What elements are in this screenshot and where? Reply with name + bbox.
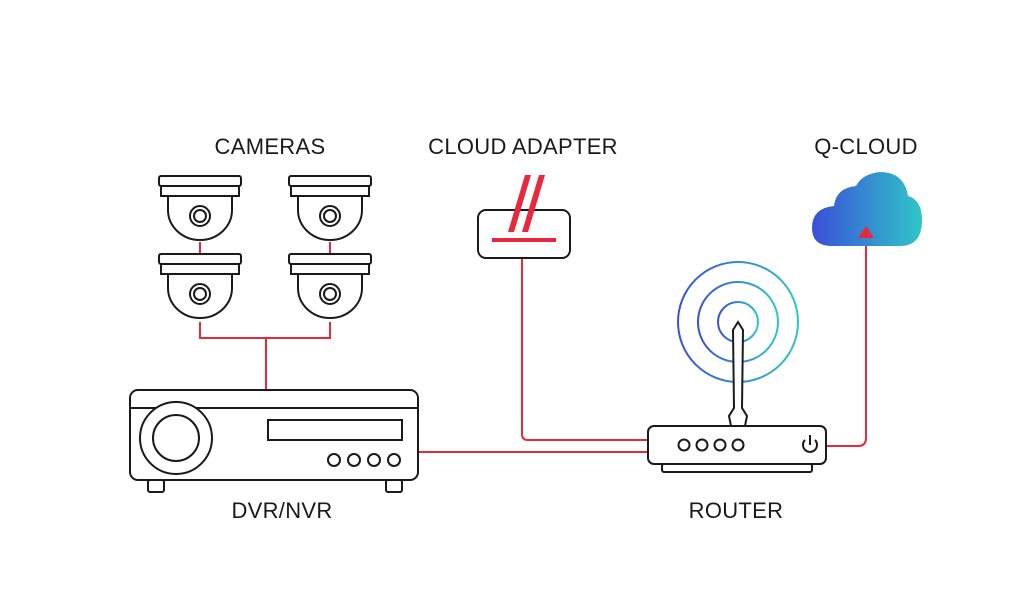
cloud-adapter-label: CLOUD ADAPTER: [428, 134, 618, 159]
dome-camera-icon: [288, 175, 372, 241]
wifi-router-icon: [647, 261, 827, 473]
dome-camera-icon: [158, 253, 242, 319]
cloud-icon: [812, 172, 922, 246]
power-icon: [802, 435, 818, 453]
dome-camera-icon: [158, 175, 242, 241]
router-to-cloud-cable: [826, 240, 867, 447]
dvr-recorder-icon: [129, 389, 419, 493]
dome-camera-icon: [288, 253, 372, 319]
camera-bus-cable: [199, 322, 331, 390]
dvr-nvr-label: DVR/NVR: [231, 498, 333, 523]
q-cloud-label: Q-CLOUD: [814, 134, 918, 159]
cables: [199, 240, 867, 453]
cloud-adapter-icon: [477, 175, 571, 259]
router-antenna: [727, 320, 749, 427]
cameras-group: [158, 175, 372, 319]
cameras-label: CAMERAS: [214, 134, 326, 159]
upload-arrow-icon: [858, 226, 874, 238]
router-label: ROUTER: [688, 498, 784, 523]
adapter-to-router-cable: [521, 258, 648, 441]
